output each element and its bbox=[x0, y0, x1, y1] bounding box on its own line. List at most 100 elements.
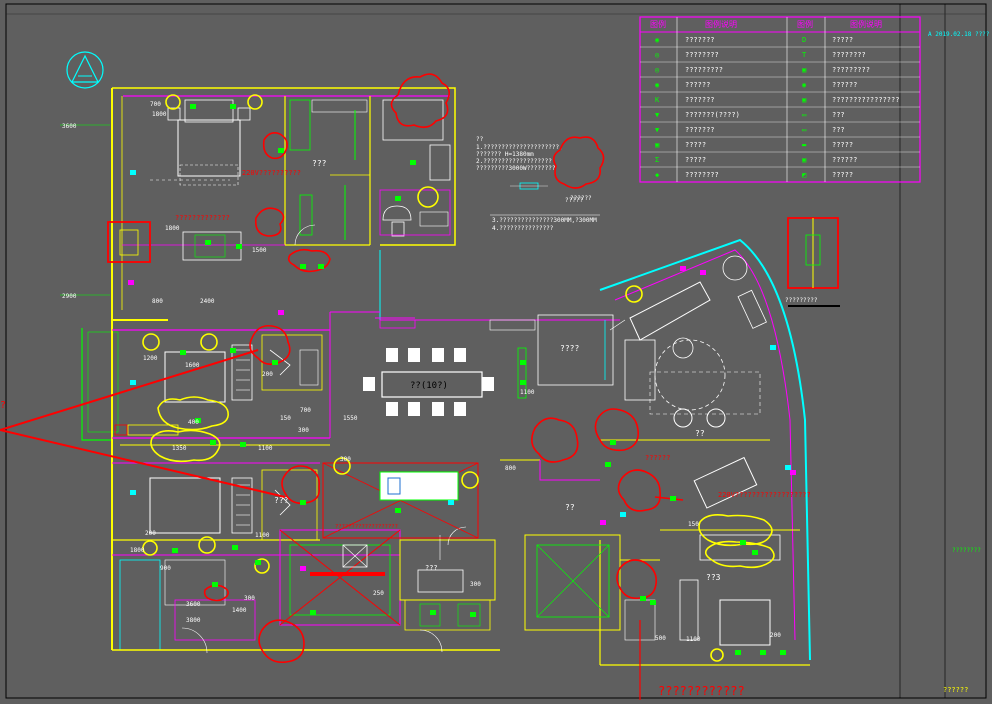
legend-header-col1: 图例 bbox=[650, 19, 666, 29]
mid-power-note: ?????? bbox=[645, 454, 670, 462]
legend-header-col2: 图例说明 bbox=[705, 19, 737, 29]
device-symbol-icon bbox=[210, 440, 216, 445]
detail-caption: ????????? bbox=[785, 297, 818, 304]
callout-note: ??????????????????? bbox=[335, 524, 398, 530]
device-symbol-icon bbox=[230, 348, 236, 353]
dimension-label: 1500 bbox=[252, 247, 267, 254]
note-4: ?????????3000W???????? bbox=[476, 165, 556, 172]
legend-right-label: ????? bbox=[832, 141, 853, 149]
device-symbol-icon bbox=[128, 280, 134, 285]
spec-1: 3.???????????????300MM,?300MM bbox=[492, 217, 597, 224]
device-symbol-icon bbox=[752, 550, 758, 555]
dimension-label: 1350 bbox=[172, 445, 187, 452]
device-symbol-icon bbox=[770, 345, 776, 350]
right-power-note: 220V?????????????????? bbox=[718, 491, 811, 499]
legend-table: 图例 图例说明 图例 图例说明 ◉???????D?????◎????????T… bbox=[639, 16, 921, 183]
legend-symbol-icon: K bbox=[655, 96, 660, 104]
legend-right-label: ??? bbox=[832, 111, 845, 119]
left-marker: ? bbox=[0, 400, 6, 411]
device-symbol-icon bbox=[520, 380, 526, 385]
device-symbol-icon bbox=[318, 264, 324, 269]
legend-right-label: ???????????????? bbox=[832, 96, 899, 104]
legend-left-label: ??????? bbox=[685, 36, 715, 44]
legend-right-label: ?????? bbox=[832, 81, 857, 89]
device-symbol-icon bbox=[605, 462, 611, 467]
dimension-label: 1400 bbox=[232, 607, 247, 614]
dimension-label: 250 bbox=[373, 590, 384, 597]
drawing-notes: ?? 1.?????????????????????, ??????? H=13… bbox=[476, 136, 597, 232]
device-symbol-icon bbox=[740, 540, 746, 545]
upper-left-block bbox=[60, 87, 456, 321]
legend-symbol-icon: ◎ bbox=[655, 66, 660, 74]
dimension-label: 2400 bbox=[200, 298, 215, 305]
device-symbol-icon bbox=[780, 650, 786, 655]
legend-left-label: ????? bbox=[685, 141, 706, 149]
legend-left-label: ?????? bbox=[685, 81, 710, 89]
dimension-label: 800 bbox=[505, 465, 516, 472]
north-arrow-icon bbox=[66, 51, 104, 89]
dimension-label: 300 bbox=[470, 581, 481, 588]
legend-symbol-icon: ◩ bbox=[801, 171, 806, 179]
legend-right-label: ????????? bbox=[832, 66, 870, 74]
spec-2: 4.??????????????? bbox=[492, 225, 554, 232]
dimension-label: 1800 bbox=[152, 111, 167, 118]
device-symbol-icon bbox=[785, 465, 791, 470]
device-symbol-icon bbox=[470, 612, 476, 617]
legend-symbol-icon: ◉ bbox=[802, 81, 806, 89]
living-area bbox=[524, 238, 811, 700]
device-symbol-icon bbox=[735, 650, 741, 655]
legend-symbol-icon: ▭ bbox=[802, 126, 806, 134]
device-symbol-icon bbox=[272, 360, 278, 365]
dining-area bbox=[363, 314, 620, 481]
dimension-label: 1800 bbox=[130, 547, 145, 554]
legend-symbol-icon: ▼ bbox=[655, 126, 660, 134]
legend-rows: ◉???????D?????◎????????T????????◎???????… bbox=[655, 36, 899, 179]
device-symbol-icon bbox=[310, 610, 316, 615]
device-symbol-icon bbox=[172, 548, 178, 553]
dimension-label: 400 bbox=[188, 419, 199, 426]
bath-note-label: ??? bbox=[312, 159, 327, 168]
dimension-label: 300 bbox=[298, 427, 309, 434]
mid-bedroom-label: ?? bbox=[565, 503, 575, 512]
dimension-label: 1600 bbox=[185, 362, 200, 369]
legend-left-label: ??????? bbox=[685, 126, 715, 134]
legend-symbol-icon: ▼ bbox=[655, 111, 660, 119]
device-symbol-icon bbox=[790, 470, 796, 475]
device-symbol-icon bbox=[232, 545, 238, 550]
device-symbol-icon bbox=[205, 240, 211, 245]
device-symbol-icon bbox=[300, 264, 306, 269]
dimension-label: 150 bbox=[688, 521, 699, 528]
dimension-label: 1550 bbox=[343, 415, 358, 422]
living-label: ?? bbox=[695, 429, 705, 438]
master-bedroom-power-note: 220V?????????? bbox=[242, 169, 301, 177]
legend-left-label: ???????? bbox=[685, 51, 719, 59]
dimension-label: 900 bbox=[160, 565, 171, 572]
legend-right-label: ????? bbox=[832, 171, 853, 179]
device-symbol-icon bbox=[180, 350, 186, 355]
device-symbol-icon bbox=[680, 266, 686, 271]
dimension-label: 200 bbox=[145, 530, 156, 537]
device-symbol-icon bbox=[395, 508, 401, 513]
device-symbol-icon bbox=[300, 566, 306, 571]
legend-symbol-icon: ◆ bbox=[655, 171, 660, 179]
dimension-label: 3600 bbox=[62, 123, 77, 130]
legend-symbol-icon: ▬ bbox=[802, 141, 807, 149]
dimension-label: 800 bbox=[152, 298, 163, 305]
dimension-label: 1100 bbox=[258, 445, 273, 452]
device-symbol-icon bbox=[670, 496, 676, 501]
note-1: 1.?????????????????????, bbox=[476, 144, 563, 151]
legend-left-label: ????? bbox=[685, 156, 706, 164]
device-symbol-icon bbox=[520, 360, 526, 365]
corner-tag: ?????? bbox=[943, 686, 968, 694]
device-symbol-icon bbox=[760, 650, 766, 655]
dimension-label: 200 bbox=[770, 632, 781, 639]
legend-right-label: ????? bbox=[832, 36, 853, 44]
dimension-label: 2900 bbox=[62, 293, 77, 300]
device-symbol-icon bbox=[278, 148, 284, 153]
elevator-note: ????? bbox=[565, 197, 583, 204]
device-symbol-icon bbox=[230, 104, 236, 109]
legend-left-label: ????????? bbox=[685, 66, 723, 74]
leader-lines bbox=[0, 349, 684, 501]
note-3: 2.??????????????????? bbox=[476, 158, 552, 165]
